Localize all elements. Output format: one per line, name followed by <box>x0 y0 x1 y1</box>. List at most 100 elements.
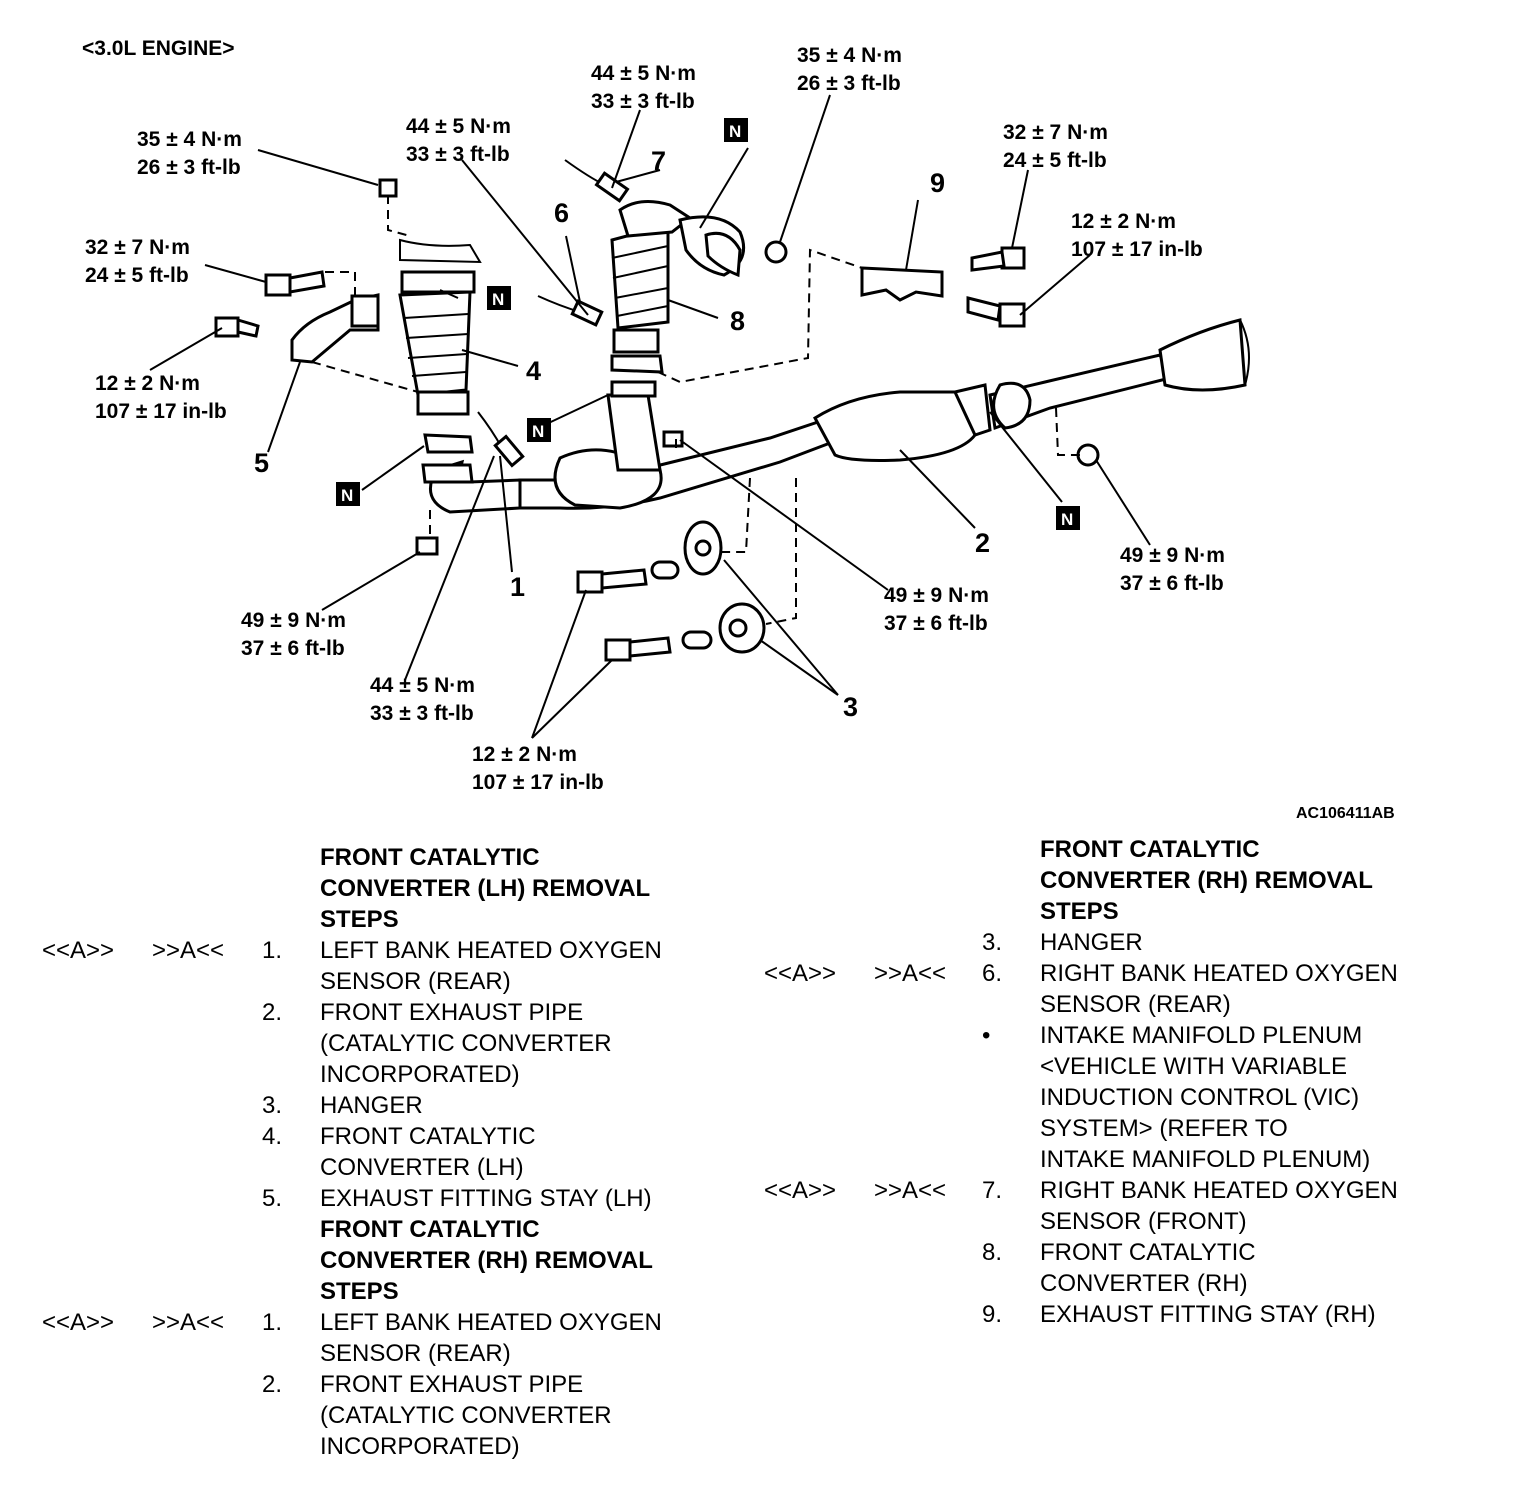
step-text-line: FRONT EXHAUST PIPE <box>320 1371 584 1398</box>
torque-spec: 49 ± 9 N·m 37 ± 6 ft-lb <box>241 609 346 660</box>
step-mark-install: >>A<< <box>874 960 947 987</box>
step-text-line: SENSOR (REAR) <box>1040 991 1231 1018</box>
svg-text:107 ± 17 in-lb: 107 ± 17 in-lb <box>1071 238 1203 261</box>
heading-line: FRONT CATALYTIC <box>320 844 540 871</box>
hanger-lower <box>681 602 766 654</box>
step-text-line: HANGER <box>1040 929 1143 956</box>
step-number: 7. <box>982 1177 1003 1204</box>
step-text: EXHAUST FITTING STAY (RH) <box>1040 1299 1450 1330</box>
step-number: 3. <box>262 1092 283 1119</box>
step-text-line: EXHAUST FITTING STAY (LH) <box>320 1185 652 1212</box>
step-item: 2.FRONT EXHAUST PIPE(CATALYTIC CONVERTER… <box>42 997 742 1090</box>
leader-lines <box>149 94 1151 739</box>
svg-text:32 ± 7 N·m: 32 ± 7 N·m <box>85 236 190 259</box>
step-text: HANGER <box>320 1090 720 1121</box>
svg-text:12 ± 2 N·m: 12 ± 2 N·m <box>95 372 200 395</box>
step-item: 9. EXHAUST FITTING STAY (RH) <box>764 1299 1464 1330</box>
step-text-line: (CATALYTIC CONVERTER <box>320 1402 612 1429</box>
figure-code: AC106411AB <box>1296 805 1395 822</box>
step-item: 2. FRONT EXHAUST PIPE (CATALYTIC CONVERTER… <box>42 1369 742 1462</box>
step-mark-install: >>A<< <box>152 1309 225 1336</box>
step-text-line: INTAKE MANIFOLD PLENUM) <box>1040 1146 1371 1173</box>
step-text: LEFT BANK HEATED OXYGEN SENSOR (REAR) <box>320 1307 720 1369</box>
svg-text:107 ± 17 in-lb: 107 ± 17 in-lb <box>472 771 604 794</box>
step-text-line: SENSOR (REAR) <box>320 1340 511 1367</box>
svg-text:44 ± 5 N·m: 44 ± 5 N·m <box>591 62 696 85</box>
step-text-line: SENSOR (FRONT) <box>1040 1208 1247 1235</box>
svg-text:37 ± 6 ft-lb: 37 ± 6 ft-lb <box>241 637 345 660</box>
step-text-line: INDUCTION CONTROL (VIC) <box>1040 1084 1360 1111</box>
step-text-line: CONVERTER (LH) <box>320 1154 524 1181</box>
svg-text:26 ± 3 ft-lb: 26 ± 3 ft-lb <box>797 72 901 95</box>
step-list: 3.HANGER<<A>>>>A<<6.RIGHT BANK HEATED OX… <box>764 927 1464 1330</box>
svg-text:44 ± 5 N·m: 44 ± 5 N·m <box>406 115 511 138</box>
step-number: 2. <box>262 1371 283 1398</box>
step-text-line: FRONT EXHAUST PIPE <box>320 999 584 1026</box>
step-number: 5. <box>262 1185 283 1212</box>
step-mark-install: >>A<< <box>874 1177 947 1204</box>
torque-spec: 32 ± 7 N·m 24 ± 5 ft-lb <box>85 236 190 287</box>
torque-spec: 49 ± 9 N·m 37 ± 6 ft-lb <box>1120 544 1225 595</box>
svg-text:33 ± 3 ft-lb: 33 ± 3 ft-lb <box>406 143 510 166</box>
step-item: 3. HANGER <box>764 927 1464 958</box>
step-text: HANGER <box>1040 927 1450 958</box>
svg-text:35 ± 4 N·m: 35 ± 4 N·m <box>797 44 902 67</box>
step-text-line: RIGHT BANK HEATED OXYGEN <box>1040 1177 1398 1204</box>
svg-text:N: N <box>532 422 544 441</box>
step-mark-removal: <<A>> <box>42 937 115 964</box>
torque-spec: 12 ± 2 N·m 107 ± 17 in-lb <box>95 372 227 423</box>
svg-text:26 ± 3 ft-lb: 26 ± 3 ft-lb <box>137 156 241 179</box>
torque-spec: 12 ± 2 N·m 107 ± 17 in-lb <box>472 743 604 794</box>
svg-text:24 ± 5 ft-lb: 24 ± 5 ft-lb <box>85 264 189 287</box>
torque-spec: 35 ± 4 N·m 26 ± 3 ft-lb <box>137 128 242 179</box>
callout-7: 7 <box>651 146 666 176</box>
step-text-line: <VEHICLE WITH VARIABLE <box>1040 1053 1347 1080</box>
callout-2: 2 <box>975 528 990 558</box>
n-mark: N <box>724 118 748 142</box>
step-text-line: HANGER <box>320 1092 423 1119</box>
heading-line: FRONT CATALYTIC <box>320 1216 540 1243</box>
exhaust-fitting-stay-lh <box>290 293 380 364</box>
n-mark: N <box>527 418 551 442</box>
step-text-line: CONVERTER (RH) <box>1040 1270 1248 1297</box>
torque-spec: 12 ± 2 N·m 107 ± 17 in-lb <box>1071 210 1203 261</box>
step-number: 3. <box>982 929 1003 956</box>
step-text-line: EXHAUST FITTING STAY (RH) <box>1040 1301 1376 1328</box>
step-text: EXHAUST FITTING STAY (LH) <box>320 1183 720 1214</box>
heading-line: STEPS <box>320 1278 399 1305</box>
svg-text:107 ± 17 in-lb: 107 ± 17 in-lb <box>95 400 227 423</box>
callout-4: 4 <box>526 356 541 386</box>
step-number: 9. <box>982 1301 1003 1328</box>
step-text-line: LEFT BANK HEATED OXYGEN <box>320 1309 662 1336</box>
exhaust-fitting-stay-rh <box>860 266 944 302</box>
heading-line: CONVERTER (RH) REMOVAL <box>1040 867 1373 894</box>
step-text-line: FRONT CATALYTIC <box>1040 1239 1256 1266</box>
hanger-upper <box>650 520 723 580</box>
svg-text:12 ± 2 N·m: 12 ± 2 N·m <box>1071 210 1176 233</box>
torque-spec: 44 ± 5 N·m 33 ± 3 ft-lb <box>591 62 696 113</box>
step-number: 4. <box>262 1123 283 1150</box>
step-text-line: SYSTEM> (REFER TO <box>1040 1115 1288 1142</box>
step-mark-removal: <<A>> <box>764 960 837 987</box>
svg-text:37 ± 6 ft-lb: 37 ± 6 ft-lb <box>1120 572 1224 595</box>
n-mark: N <box>487 286 511 310</box>
step-text: INTAKE MANIFOLD PLENUM<VEHICLE WITH VARI… <box>1040 1020 1450 1175</box>
svg-text:N: N <box>1061 510 1073 529</box>
svg-text:33 ± 3 ft-lb: 33 ± 3 ft-lb <box>370 702 474 725</box>
step-text: FRONT CATALYTIC CONVERTER (RH) <box>1040 1237 1450 1299</box>
svg-text:N: N <box>341 486 353 505</box>
callout-9: 9 <box>930 168 945 198</box>
callout-3: 3 <box>843 692 858 722</box>
svg-text:N: N <box>729 122 741 141</box>
